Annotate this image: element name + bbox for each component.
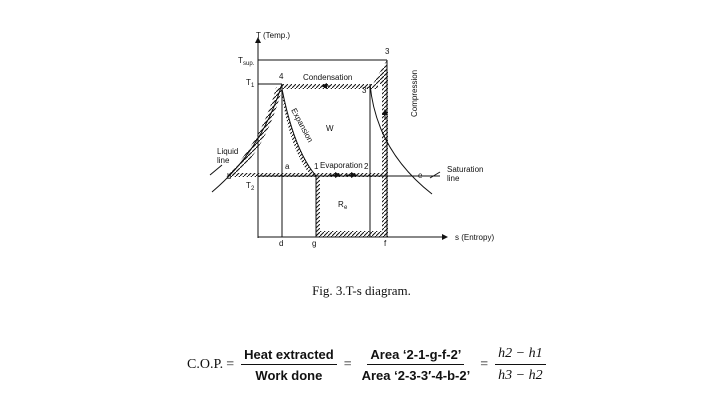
re-bottom-hatch (316, 231, 387, 237)
point-3: 3 (385, 47, 390, 56)
point-f: f (384, 239, 387, 248)
saturation-line-curve (369, 83, 433, 195)
point-b: b (227, 172, 232, 181)
evaporation-hatch (228, 173, 388, 177)
evaporation-label: Evaporation (320, 161, 363, 170)
compression-label: Compression (410, 70, 419, 117)
liquid-line-label-1: Liquid (217, 147, 238, 156)
point-a: a (285, 162, 290, 171)
superheat-hatch (373, 60, 387, 84)
numerator-area: Area ‘2-1-g-f-2’ (367, 347, 465, 365)
liquid-line-hatch (226, 87, 280, 179)
equals-3: = (480, 357, 489, 372)
work-label: W (326, 124, 334, 133)
ts-diagram: T (Temp.) s (Entropy) T sup. T 1 T 2 3 4… (209, 31, 494, 248)
point-4: 4 (279, 72, 284, 81)
numerator-enthalpy: h2 − h1 (495, 346, 546, 365)
condensation-label: Condensation (303, 73, 352, 82)
y-axis-label: T (Temp.) (256, 31, 290, 40)
t-sup-sub: sup. (243, 61, 255, 67)
point-3prime: 3' (362, 86, 368, 95)
point-2: 2 (364, 162, 369, 171)
t2-sub: 2 (251, 186, 255, 192)
denominator-enthalpy: h3 − h2 (498, 368, 543, 383)
saturation-line-label: Saturation line (447, 165, 486, 183)
t1-sub: 1 (251, 83, 255, 89)
fraction-heat-work: Heat extracted Work done (241, 347, 337, 383)
liquid-line-label: Liquid line (217, 147, 241, 165)
saturation-line-label-1: Saturation (447, 165, 483, 174)
cop-formula: C.O.P. = Heat extracted Work done = Area… (187, 343, 550, 387)
saturation-line-pointer (429, 171, 441, 179)
point-1: 1 (314, 162, 319, 171)
t-sup-label: T (238, 56, 243, 65)
point-g: g (312, 239, 316, 248)
fraction-area: Area ‘2-1-g-f-2’ Area ‘2-3-3′-4-b-2’ (359, 347, 474, 383)
re-label: R (338, 200, 344, 209)
point-d: d (279, 239, 283, 248)
equals-2: = (343, 357, 352, 372)
point-e: e (418, 171, 423, 180)
x-axis-label: s (Entropy) (455, 233, 494, 242)
denominator-work: Work done (255, 368, 323, 383)
numerator-heat: Heat extracted (241, 347, 337, 365)
denominator-area: Area ‘2-3-3′-4-b-2’ (361, 368, 471, 383)
liquid-line-hatch-band (224, 86, 283, 177)
t1-label: T (246, 78, 251, 87)
equals-1: = (226, 357, 235, 372)
compression-hatch (382, 70, 388, 237)
re-left-hatch (316, 177, 320, 237)
t2-label: T (246, 181, 251, 190)
re-sub: e (344, 205, 348, 211)
liquid-line-label-2: line (217, 156, 230, 165)
fraction-enthalpy: h2 − h1 h3 − h2 (495, 346, 546, 384)
figure-caption: Fig. 3.T-s diagram. (312, 283, 411, 298)
cop-lhs: C.O.P. (187, 357, 224, 372)
saturation-line-label-2: line (447, 174, 460, 183)
liquid-line-pointer (209, 164, 223, 176)
